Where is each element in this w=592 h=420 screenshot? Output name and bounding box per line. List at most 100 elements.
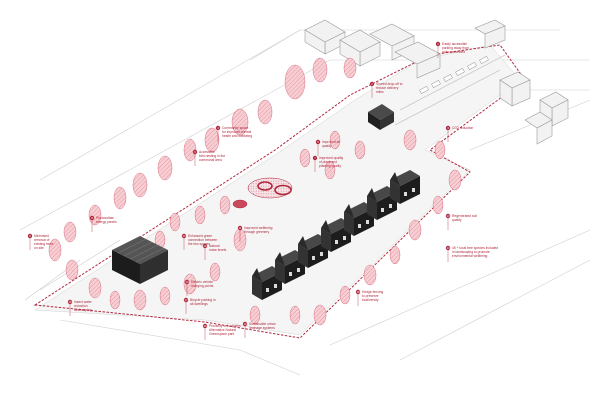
- pin-marker: [89, 215, 95, 221]
- annotation-text: Improved quality: [319, 156, 344, 160]
- pin-marker: [312, 155, 318, 161]
- pin-number: 17: [184, 298, 188, 302]
- pin-marker: [242, 321, 248, 327]
- annotation-text: CO2 reduction: [452, 126, 473, 130]
- pin-number: 15: [68, 300, 72, 304]
- annotation-text: environmental wellbeing: [452, 254, 488, 258]
- pin-number: 14: [446, 246, 450, 250]
- annotation-text: to preserve: [362, 294, 379, 298]
- pin-marker: [315, 139, 321, 145]
- communal-building: [112, 236, 168, 284]
- annotation-text: existing trees: [34, 242, 54, 246]
- house-4: [321, 218, 351, 252]
- pin-number: 11: [239, 226, 242, 230]
- annotation-text: Greenspace park: [209, 332, 235, 336]
- house-7: [390, 170, 420, 204]
- pin-number: 19: [243, 322, 247, 326]
- annotation-text: drainage systems: [249, 326, 275, 330]
- annotation-text: Improved wellbeing: [244, 226, 273, 230]
- annotation-text: biodiversity: [362, 298, 379, 302]
- annotation-text: planting quality: [319, 164, 341, 168]
- pin-number: 3: [447, 126, 449, 130]
- annotation-text: Community space: [222, 126, 249, 130]
- annotation-text: reduction: [74, 304, 88, 308]
- annotation-text: Accessible: [199, 150, 215, 154]
- pin-marker: [27, 233, 33, 239]
- annotation-text: Natural: [209, 244, 220, 248]
- pin-number: 9: [29, 234, 31, 238]
- annotation-text: connection between: [188, 238, 217, 242]
- drop-off-building: [368, 104, 394, 130]
- community-space: [232, 177, 293, 209]
- pin-marker: [445, 213, 451, 219]
- annotation-text: Sustainable urban: [249, 322, 276, 326]
- annotation-text: Bicycle parking in: [190, 298, 216, 302]
- pin-marker: [355, 289, 361, 295]
- trees: [48, 57, 462, 326]
- pin-number: 16: [185, 280, 189, 284]
- pin-marker: [183, 297, 189, 303]
- pin-number: 12: [203, 244, 207, 248]
- pin-marker: [192, 149, 198, 155]
- annotation-text: health and wellbeing: [222, 134, 252, 138]
- annotation-text: landscaping: [74, 308, 92, 312]
- surrounding-street-grid: [19, 29, 591, 376]
- annotation-text: quality: [322, 144, 332, 148]
- annotation-text: Electric vehicle: [191, 280, 213, 284]
- annotation-text: on site: [34, 246, 44, 250]
- pin-marker: [445, 245, 451, 251]
- annotation-text: Insect water: [74, 300, 93, 304]
- annotation-text: quality: [452, 218, 462, 222]
- annotation-text: reduce delivery: [376, 86, 399, 90]
- annotation-text: Minimised: [34, 234, 49, 238]
- pin-marker: [184, 279, 190, 285]
- annotation-text: of place and: [319, 160, 337, 164]
- annotation-text: energy panels: [96, 220, 117, 224]
- pin-marker: [445, 125, 451, 131]
- pin-number: 7: [314, 156, 316, 160]
- annotation-text: Shared drop-off to: [376, 82, 403, 86]
- annotation-text: Easily accessible: [442, 42, 467, 46]
- annotation-text: Regenerated soil: [452, 214, 477, 218]
- annotation-text: parking away from: [442, 46, 469, 50]
- pin-number: 1: [437, 42, 439, 46]
- pin-number: 6: [194, 150, 196, 154]
- annotation-text: all dwellings: [190, 302, 208, 306]
- annotation-text: for improved mental: [222, 130, 251, 134]
- pin-number: 20: [203, 324, 207, 328]
- annotation-text: noise levels: [209, 248, 227, 252]
- annotation-text: charging points: [191, 284, 214, 288]
- annotation-text: removal of: [34, 238, 49, 242]
- annotation-text: plots connected: [442, 50, 465, 54]
- annotation-text: Photovoltaic: [96, 216, 114, 220]
- pin-marker: [67, 299, 73, 305]
- annotation-text: through greenery: [244, 230, 269, 234]
- annotation-text: communal area: [199, 158, 222, 162]
- pin-marker: [215, 125, 221, 131]
- access-road: [394, 54, 506, 126]
- housing-row: [252, 170, 420, 300]
- annotation-text: 45 + local tree species included: [452, 246, 498, 250]
- pin-marker: [202, 323, 208, 329]
- pin-number: 13: [446, 214, 450, 218]
- house-1: [252, 266, 282, 300]
